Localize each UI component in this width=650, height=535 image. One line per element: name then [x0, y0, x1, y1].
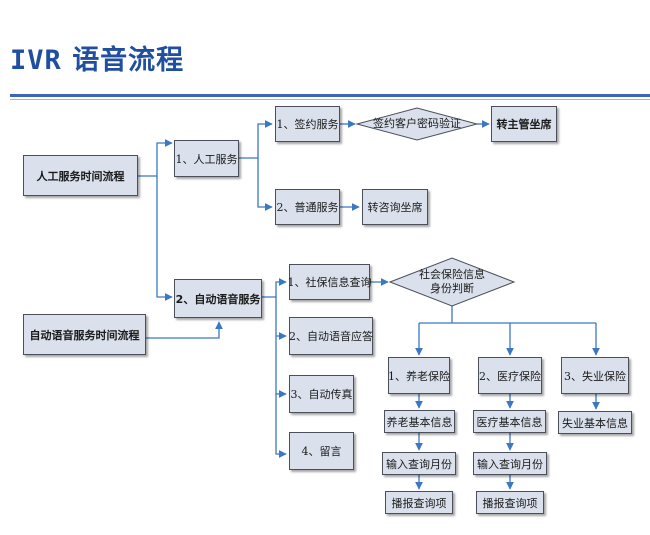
page-title: IVR 语音流程	[10, 38, 184, 77]
pension-insurance: 1、养老保险	[388, 357, 450, 394]
password-check-label: 签约客户密码验证	[373, 117, 461, 130]
transfer-to-supervisor: 转主管坐席	[491, 106, 557, 142]
medical-insurance: 2、医疗保险	[478, 357, 542, 394]
auto-voice-reply: 2、自动语音应答	[289, 317, 373, 355]
unemployment-basic-info: 失业基本信息	[558, 411, 632, 434]
manual-service-time-flow: 人工服务时间流程	[23, 155, 138, 196]
identity-check-label-1: 社会保险信息	[419, 268, 485, 281]
auto-voice-service-time-flow: 自动语音服务时间流程	[23, 314, 146, 355]
normal-service: 2、普通服务	[275, 189, 340, 225]
title-latin: IVR	[10, 45, 62, 76]
manual-service: 1、人工服务	[174, 140, 239, 177]
leave-message: 4、留言	[289, 432, 354, 470]
social-insurance-query: 1、社保信息查询	[288, 264, 372, 300]
auto-voice-service: 2、自动语音服务	[174, 279, 262, 318]
medical-play-result: 播报查询项	[476, 491, 544, 514]
medical-month-input: 输入查询月份	[473, 452, 547, 475]
contract-service: 1、签约服务	[275, 106, 340, 142]
password-check-diamond	[355, 107, 479, 141]
pension-basic-info: 养老基本信息	[384, 410, 455, 433]
identity-check-label-2: 身份判断	[430, 282, 474, 295]
medical-basic-info: 医疗基本信息	[473, 410, 546, 433]
unemployment-insurance: 3、失业保险	[561, 357, 629, 394]
pension-month-input: 输入查询月份	[382, 452, 456, 475]
pension-play-result: 播报查询项	[385, 491, 453, 514]
auto-fax: 3、自动传真	[289, 375, 354, 413]
title-chinese: 语音流程	[72, 45, 185, 76]
transfer-to-consultant: 转咨询坐席	[362, 189, 428, 225]
identity-check-diamond	[388, 257, 516, 307]
